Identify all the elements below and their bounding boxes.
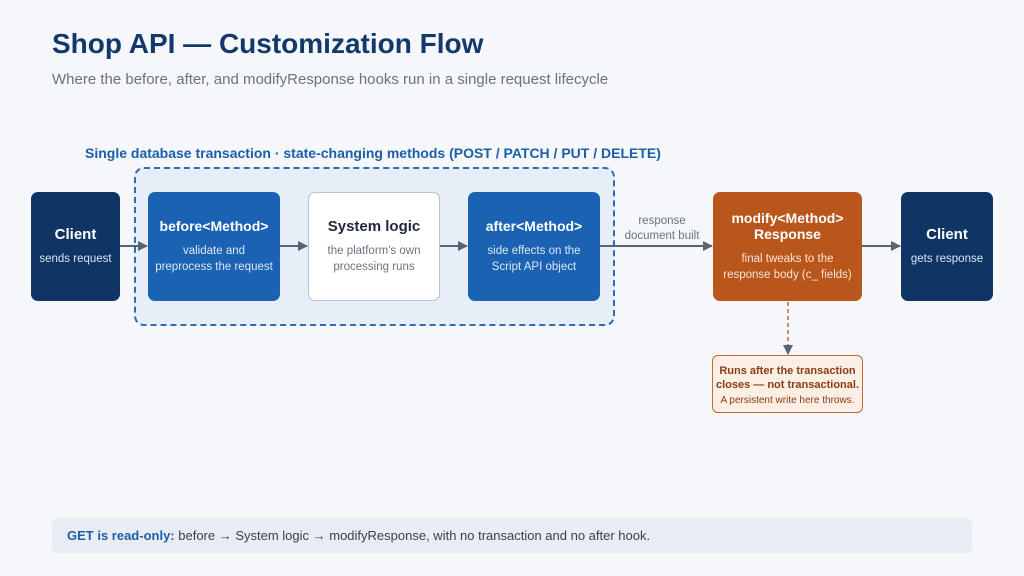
- node-subtext-line: final tweaks to the: [741, 253, 834, 265]
- edge-label-line1: response: [638, 215, 686, 227]
- note-line: closes — not transactional.: [715, 379, 860, 391]
- node-subtext: validate and preprocess the request: [155, 243, 273, 275]
- footer-lead: GET is read-only:: [67, 528, 175, 543]
- transaction-label: Single database transaction · state-chan…: [85, 145, 661, 161]
- node-subtext-line: processing runs: [333, 261, 415, 273]
- edge-label-line2: document built: [624, 230, 700, 242]
- node-subtext: final tweaks to the response body (c_ fi…: [723, 251, 851, 283]
- node-client-response: Client gets response: [901, 192, 993, 301]
- node-after-method: after<Method> side effects on the Script…: [468, 192, 600, 301]
- note-line: Runs after the transaction: [719, 365, 856, 377]
- node-subtext: gets response: [910, 253, 984, 265]
- node-subtext: sends request: [39, 253, 112, 265]
- node-heading: after<Method>: [485, 218, 583, 234]
- node-subtext-line: Script API object: [491, 261, 577, 273]
- note-detail: A persistent write here throws.: [720, 395, 855, 406]
- non-transactional-note: Runs after the transaction closes — not …: [712, 355, 863, 413]
- node-subtext: the platform's own processing runs: [328, 243, 421, 275]
- node-heading: System logic: [327, 218, 421, 235]
- node-system-logic: System logic the platform's own processi…: [308, 192, 440, 301]
- node-subtext-line: the platform's own: [327, 245, 421, 257]
- node-subtext-line: side effects on the: [487, 245, 581, 257]
- node-modify-response: modify<Method> Response final tweaks to …: [713, 192, 862, 301]
- get-readonly-footer: GET is read-only: before → System logic …: [52, 518, 972, 553]
- edge-label-response-built: response document built: [618, 214, 706, 244]
- page-title: Shop API — Customization Flow: [52, 28, 484, 59]
- node-heading: Client: [54, 226, 97, 243]
- node-subtext-line: preprocess the request: [155, 261, 273, 273]
- footer-text: before → System logic → modifyResponse, …: [174, 528, 651, 543]
- node-client-request: Client sends request: [31, 192, 120, 301]
- node-heading: Client: [926, 226, 968, 243]
- node-subtext-line: validate and: [182, 245, 246, 257]
- node-heading: before<Method>: [159, 218, 269, 234]
- node-heading-line: Response: [754, 226, 821, 242]
- node-before-method: before<Method> validate and preprocess t…: [148, 192, 280, 301]
- node-heading-line: modify<Method>: [731, 210, 844, 226]
- node-subtext: side effects on the Script API object: [487, 243, 580, 275]
- page-subtitle: Where the before, after, and modifyRespo…: [52, 71, 609, 88]
- node-heading: modify<Method> Response: [731, 210, 843, 242]
- node-subtext-line: response body (c_ fields): [723, 269, 852, 281]
